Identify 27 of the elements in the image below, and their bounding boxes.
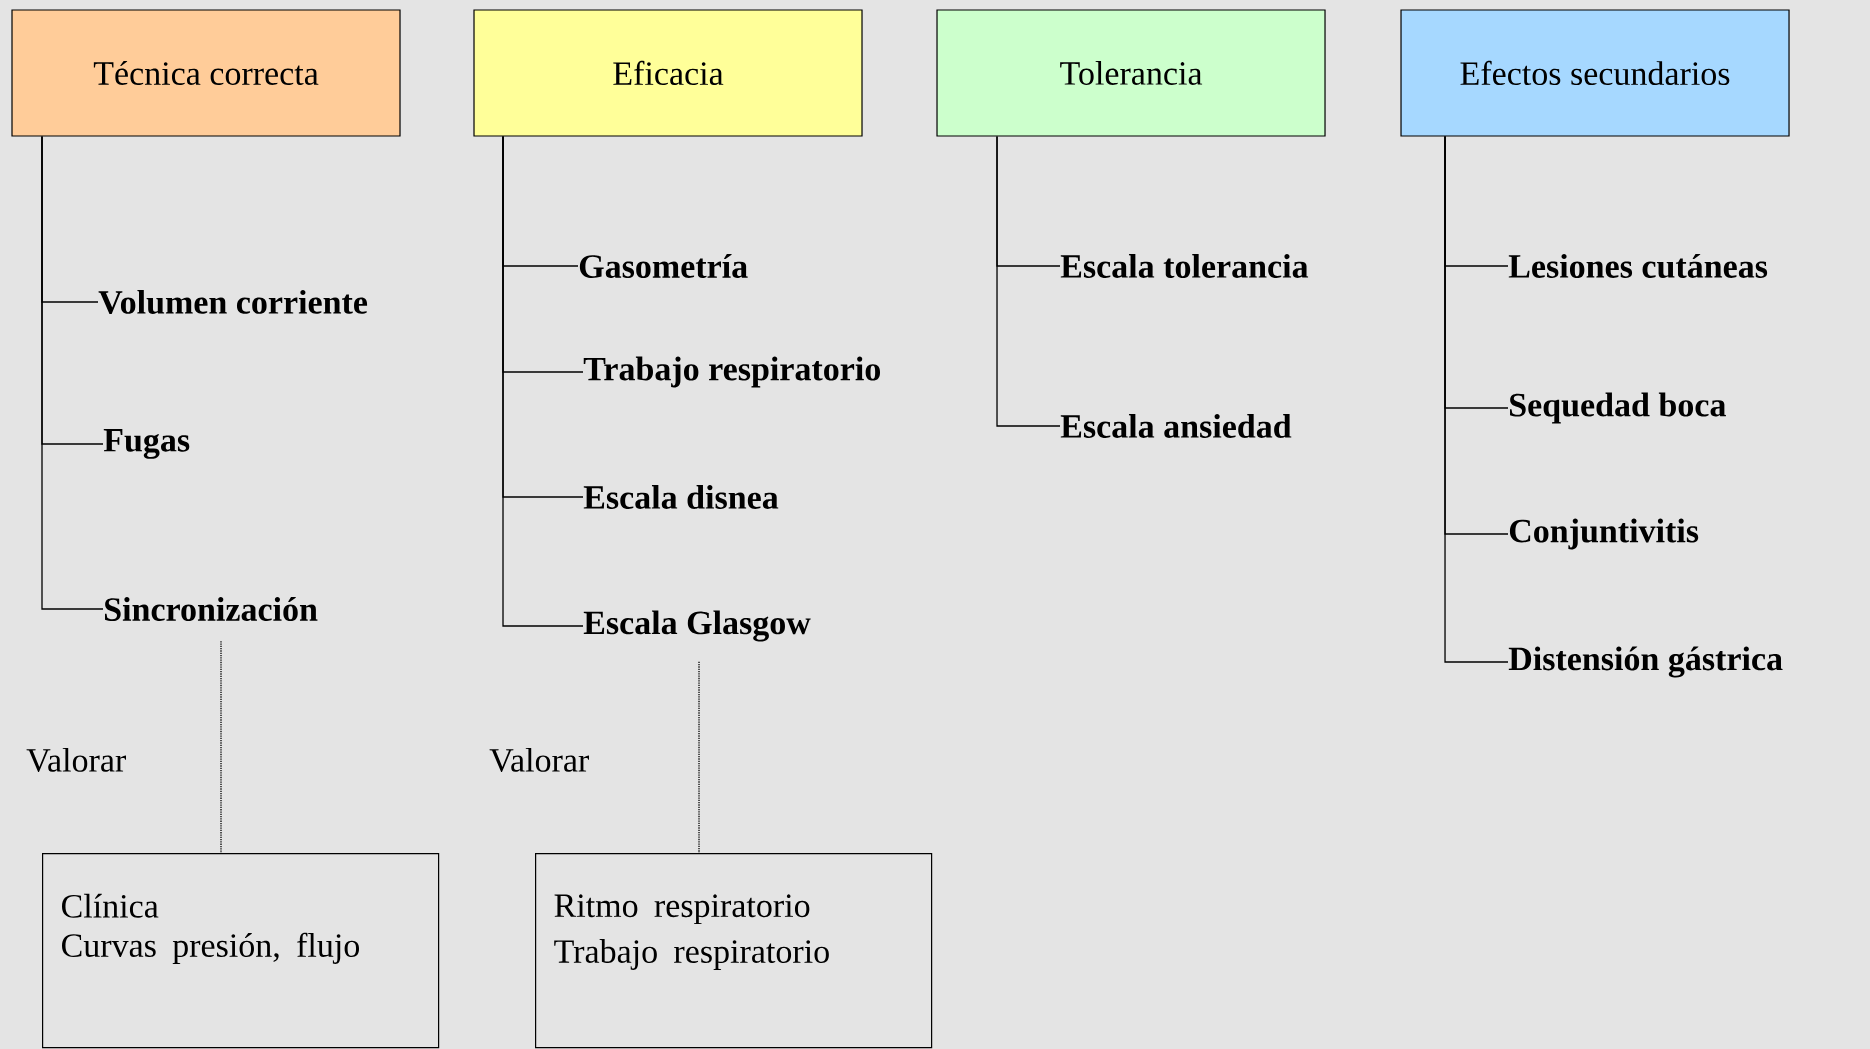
- item-label: Lesiones cutáneas: [1508, 253, 1768, 278]
- item-label: Conjuntivitis: [1509, 518, 1699, 550]
- category-box: Tolerancia: [936, 9, 1326, 137]
- category-box: Eficacia: [473, 9, 863, 137]
- dotted-line: [698, 661, 700, 854]
- item-label: Escala tolerancia: [1060, 254, 1309, 278]
- edge-label: Valorar: [26, 747, 126, 773]
- connector-line: [1444, 135, 1509, 663]
- category-box: Técnica correcta: [11, 9, 401, 137]
- item-label: Trabajo respiratorio: [583, 356, 880, 388]
- category-box: Efectos secundarios: [1400, 9, 1790, 137]
- item-label: Fugas: [103, 429, 190, 459]
- dotted-line: [220, 640, 222, 854]
- connector-line: [41, 135, 104, 610]
- edge-label: Valorar: [489, 747, 589, 773]
- item-label: Escala Glasgow: [583, 610, 811, 642]
- connector-line: [996, 135, 1061, 427]
- item-label: Sincronización: [105, 597, 318, 621]
- item-label: Escala ansiedad: [1060, 414, 1292, 438]
- item-label: Escala disnea: [583, 485, 779, 509]
- assessment-box: Ritmo respiratorio Trabajo respiratorio: [535, 853, 933, 1049]
- item-label: Sequedad boca: [1510, 392, 1726, 424]
- item-label: Volumen corriente: [98, 289, 368, 315]
- item-label: Distensión gástrica: [1508, 646, 1783, 678]
- item-label: Gasometría: [579, 254, 748, 278]
- connector-line: [502, 135, 584, 627]
- assessment-box: Clínica Curvas presión, flujo: [42, 853, 440, 1049]
